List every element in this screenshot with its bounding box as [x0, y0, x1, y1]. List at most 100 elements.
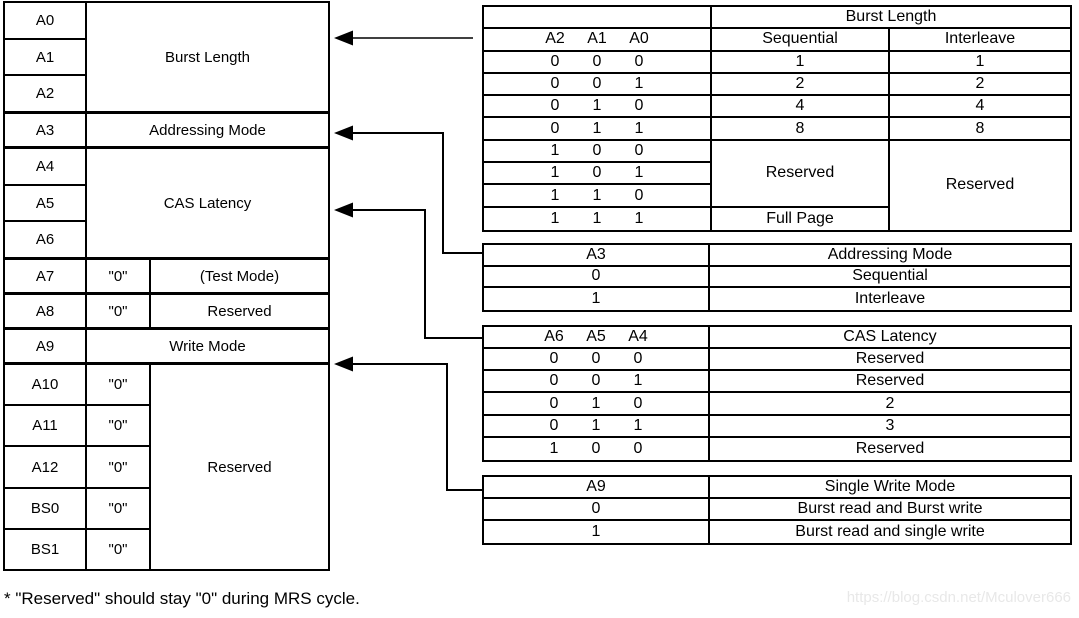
addressing-mode-title: Addressing Mode	[710, 245, 1070, 267]
bit-label-a12: A12	[5, 447, 85, 489]
bit-header-a9: A9	[484, 477, 710, 499]
mode-value-cell: Interleave	[854, 290, 926, 308]
int-value-cell: 1	[890, 52, 1070, 74]
cas-latency-title: CAS Latency	[710, 327, 1070, 350]
addressing-mode-table: A3 Addressing Mode 0 Sequential 1 Interl…	[482, 243, 1072, 312]
bit-label-column: A4 A5 A6	[5, 149, 87, 257]
bit-label-column: A7	[5, 260, 87, 292]
fixed-value-column: "0"	[87, 295, 151, 327]
bit-label-a0: A0	[5, 3, 85, 40]
col-header-sequential: Sequential	[712, 29, 890, 52]
bit-label-a1: A1	[5, 40, 85, 77]
bit-label-bs1: BS1	[30, 540, 60, 558]
fixed-value-column: "0" "0" "0" "0" "0"	[87, 365, 151, 569]
register-group-reserved-a8: A8 "0" Reserved	[5, 295, 328, 330]
int-value-cell: 2	[890, 74, 1070, 97]
register-group-write-mode: A9 Write Mode	[5, 330, 328, 365]
mode-value-cell: Burst read and Burst write	[710, 499, 1070, 521]
arrow-line-write-mode	[352, 363, 482, 491]
bit-value-cell: 0	[484, 266, 710, 289]
single-write-mode-title: Single Write Mode	[710, 477, 1070, 499]
seq-full-page-cell: Full Page	[712, 207, 890, 230]
fixed-value-a8: "0"	[108, 302, 128, 320]
arrowhead-addressing-mode	[334, 125, 353, 141]
arrowhead-write-mode	[334, 356, 353, 372]
bit-header-a5: A5	[586, 328, 606, 346]
bit-value-cell: 0	[484, 499, 710, 521]
function-test-mode: (Test Mode)	[199, 267, 280, 285]
seq-value-cell: 1	[712, 51, 890, 74]
cas-value-cell: Reserved	[855, 439, 925, 457]
function-write-mode: Write Mode	[169, 337, 246, 355]
register-group-test-mode: A7 "0" (Test Mode)	[5, 260, 328, 295]
mode-value-cell: Sequential	[710, 267, 1070, 289]
interleave-reserved-cell: Reserved	[945, 176, 1015, 194]
cas-value-cell: Reserved	[710, 371, 1070, 394]
bit-header-a3: A3	[484, 245, 710, 267]
bit-value-cell: 1	[484, 521, 710, 543]
seq-value-cell: 8	[712, 118, 890, 141]
fixed-value-column: "0"	[87, 260, 151, 292]
fixed-value-a10: "0"	[87, 365, 149, 407]
fixed-value-a7: "0"	[108, 267, 128, 285]
seq-value-cell: 4	[712, 96, 890, 119]
seq-value-cell: 2	[712, 73, 890, 97]
cas-value-cell: 3	[710, 416, 1070, 438]
register-group-addressing-mode: A3 Addressing Mode	[5, 114, 328, 149]
bit-label-a10: A10	[5, 365, 85, 407]
bit-label-a8: A8	[35, 302, 55, 320]
bit-label-column: A8	[5, 295, 87, 327]
bit-label-column: A10 A11 A12 BS0 BS1	[5, 365, 87, 569]
function-addressing-mode: Addressing Mode	[149, 121, 266, 139]
cas-value-cell: 2	[710, 393, 1070, 416]
arrow-line-cas-latency	[352, 209, 482, 339]
function-reserved-a8: Reserved	[207, 302, 272, 320]
bit-header-a0: A0	[629, 30, 649, 48]
bit-label-a7: A7	[35, 267, 55, 285]
function-burst-length: Burst Length	[164, 48, 251, 66]
bit-header-a2: A2	[545, 30, 565, 48]
col-header-interleave: Interleave	[890, 29, 1070, 52]
fixed-value-a12: "0"	[87, 447, 149, 489]
bit-label-a2: A2	[35, 85, 55, 103]
bit-value-cell: 1	[484, 288, 710, 310]
reserved-footnote: * "Reserved" should stay "0" during MRS …	[4, 589, 360, 608]
arrow-line-addressing-mode	[352, 132, 482, 254]
bit-label-column: A9	[5, 330, 87, 362]
fixed-value-a11: "0"	[87, 406, 149, 448]
bit-label-a5: A5	[5, 186, 85, 223]
register-group-cas-latency: A4 A5 A6 CAS Latency	[5, 149, 328, 260]
int-value-cell: 8	[890, 118, 1070, 141]
cas-value-cell: Reserved	[710, 349, 1070, 372]
arrowhead-burst-length	[334, 30, 353, 46]
bit-label-a11: A11	[5, 406, 85, 448]
bit-label-column: A3	[5, 114, 87, 146]
bit-header-a6: A6	[544, 328, 564, 346]
int-value-cell: 4	[890, 96, 1070, 119]
register-group-burst-length: A0 A1 A2 Burst Length	[5, 3, 328, 114]
function-cas-latency: CAS Latency	[163, 194, 252, 212]
bit-label-a6: A6	[35, 231, 55, 249]
watermark-url: https://blog.csdn.net/Mculover666	[846, 589, 1071, 606]
fixed-value-bs0: "0"	[87, 489, 149, 530]
bit-label-a3: A3	[35, 121, 55, 139]
mode-value-cell: Burst read and single write	[795, 523, 985, 540]
bit-label-a4: A4	[5, 149, 85, 186]
